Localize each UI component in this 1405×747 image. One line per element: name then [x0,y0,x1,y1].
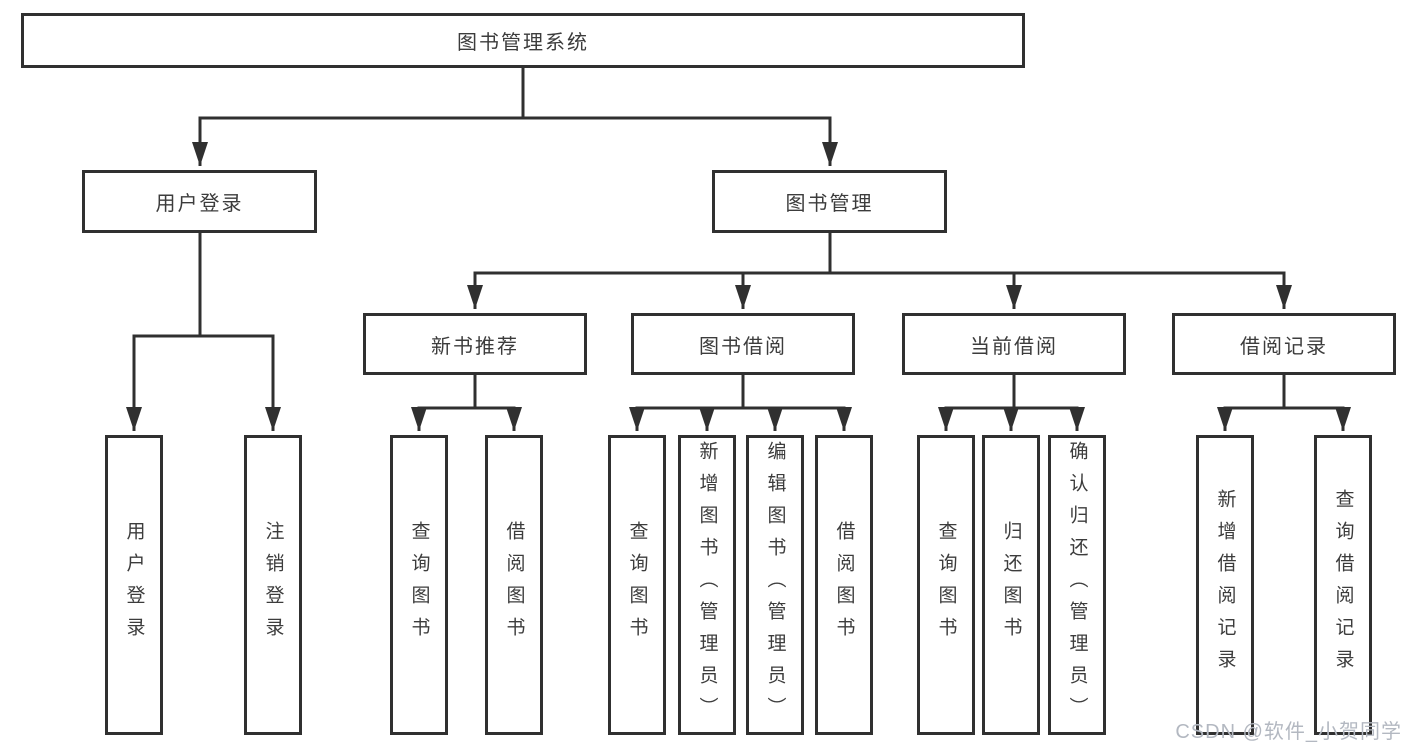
leaf-query-books-recommend: 查询图书 [390,435,448,735]
node-current-borrow-label: 当前借阅 [970,335,1058,358]
leaf-edit-book-admin-label: 编辑图书（管理员） [764,441,786,729]
node-book-borrow-label: 图书借阅 [699,335,787,358]
leaf-logout: 注销登录 [244,435,302,735]
leaf-add-book-admin: 新增图书（管理员） [678,435,736,735]
leaf-borrow-books-recommend-label: 借阅图书 [503,521,525,649]
leaf-add-borrow-record: 新增借阅记录 [1196,435,1254,735]
node-user-login: 用户登录 [82,170,317,233]
node-new-book-recommend-label: 新书推荐 [431,335,519,358]
leaf-add-book-admin-label: 新增图书（管理员） [696,441,718,729]
node-current-borrow: 当前借阅 [902,313,1126,375]
leaf-query-borrow-record: 查询借阅记录 [1314,435,1372,735]
node-user-login-label: 用户登录 [155,193,244,215]
leaf-edit-book-admin: 编辑图书（管理员） [746,435,804,735]
leaf-query-books-borrow: 查询图书 [608,435,666,735]
leaf-borrow-books-recommend: 借阅图书 [485,435,543,735]
leaf-query-books-borrow-label: 查询图书 [626,521,648,649]
leaf-return-book: 归还图书 [982,435,1040,735]
leaf-user-login-label: 用户登录 [123,521,145,649]
leaf-confirm-return-admin-label: 确认归还（管理员） [1066,441,1088,729]
leaf-borrow-books-label: 借阅图书 [833,521,855,649]
node-book-management: 图书管理 [712,170,947,233]
leaf-query-books-current: 查询图书 [917,435,975,735]
leaf-query-books-recommend-label: 查询图书 [408,521,430,649]
node-book-management-label: 图书管理 [785,193,874,215]
node-root: 图书管理系统 [21,13,1025,68]
leaf-query-books-current-label: 查询图书 [935,521,957,649]
node-borrow-records: 借阅记录 [1172,313,1396,375]
node-new-book-recommend: 新书推荐 [363,313,587,375]
leaf-return-book-label: 归还图书 [1000,521,1022,649]
node-book-borrow: 图书借阅 [631,313,855,375]
leaf-add-borrow-record-label: 新增借阅记录 [1214,489,1236,681]
node-borrow-records-label: 借阅记录 [1240,335,1328,358]
csdn-watermark: CSDN @软件_小贺同学 [1175,721,1402,743]
leaf-user-login: 用户登录 [105,435,163,735]
leaf-query-borrow-record-label: 查询借阅记录 [1332,489,1354,681]
leaf-logout-label: 注销登录 [262,521,284,649]
leaf-borrow-books: 借阅图书 [815,435,873,735]
node-root-label: 图书管理系统 [457,32,589,54]
leaf-confirm-return-admin: 确认归还（管理员） [1048,435,1106,735]
